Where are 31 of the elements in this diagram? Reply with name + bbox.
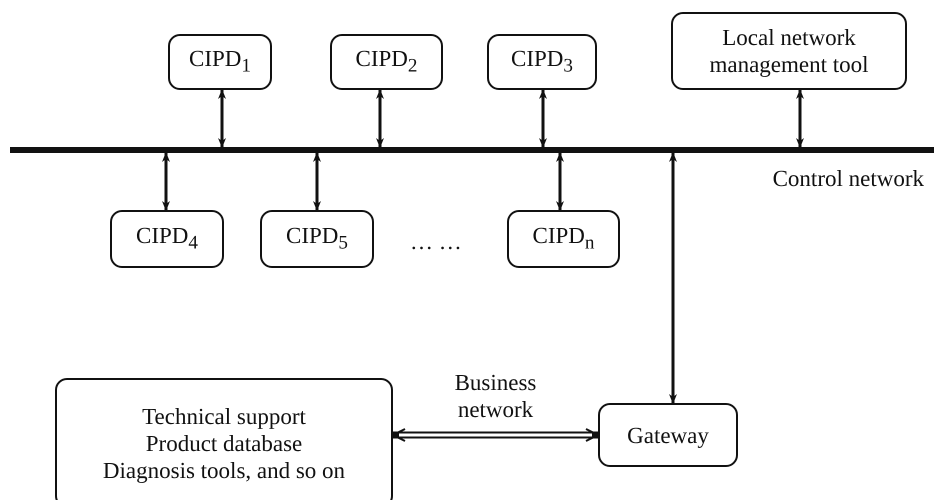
component-box <box>260 210 374 268</box>
network-label: Control network <box>772 165 924 192</box>
component-box <box>598 403 738 467</box>
component-box <box>507 210 620 268</box>
node-text: CIPD$_{1}$ <box>189 44 251 78</box>
component-box <box>168 34 272 90</box>
arrow <box>796 89 804 148</box>
node-text: Diagnosis tools, and so on <box>102 456 346 484</box>
arrow <box>556 152 564 211</box>
arrow <box>539 89 547 148</box>
arrow <box>162 152 170 211</box>
component-box <box>330 34 443 90</box>
component-box <box>487 34 597 90</box>
arrow <box>313 152 321 211</box>
node-text: CIPD$_{2}$ <box>356 44 418 78</box>
node-text: CIPD$_{n}$ <box>532 222 594 256</box>
node-text: CIPD$_{3}$ <box>511 44 573 78</box>
node-text: CIPD$_{4}$ <box>136 222 198 256</box>
component-box <box>671 12 907 90</box>
node-text: Gateway <box>627 422 709 448</box>
ellipsis-text: … … <box>410 228 462 255</box>
component-box <box>110 210 224 268</box>
arrow <box>376 89 384 148</box>
node-text: Product database <box>146 430 302 456</box>
arrow <box>669 152 677 404</box>
node-text: CIPD$_{5}$ <box>286 222 348 256</box>
node-text: Technical support <box>142 402 306 430</box>
arrow <box>218 89 226 148</box>
node-text: Local network management tool <box>708 24 870 78</box>
double-arrow <box>392 428 599 442</box>
component-box <box>55 378 393 500</box>
